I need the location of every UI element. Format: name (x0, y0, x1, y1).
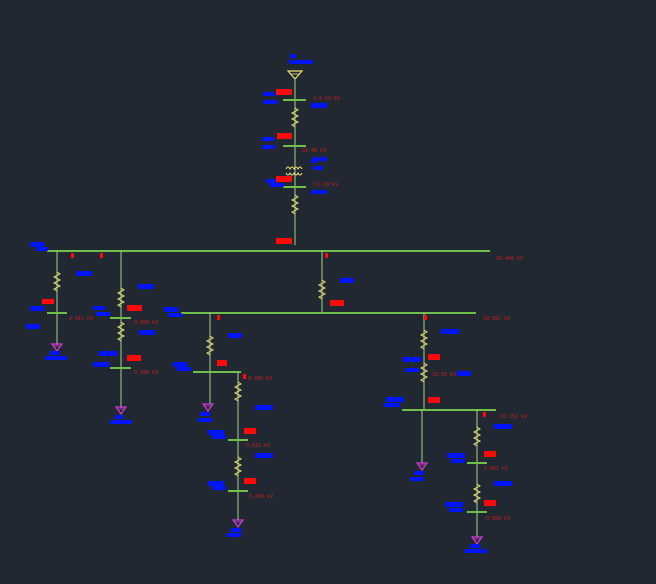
bus-voltage-label: 0.408 kV (134, 320, 158, 326)
bus-voltage-label: 11.93 kV (314, 182, 338, 188)
coil-transformer-icon (285, 166, 303, 176)
feeder-left-2: 0.408 kV 0.398 kV (93, 251, 158, 424)
load-icon[interactable] (202, 403, 214, 412)
bus-voltage-label: 0.412 kV (246, 443, 270, 449)
load-icon[interactable] (51, 343, 63, 352)
bus-voltage-label: 0.399 kV (249, 494, 273, 500)
bus-voltage-label: 0.401 kV (484, 466, 508, 472)
source-tag (290, 54, 296, 58)
bus-voltage-label: 0.398 kV (134, 370, 158, 376)
feeder-left-1: 0.415 kV (26, 251, 93, 360)
load-icon[interactable] (416, 462, 428, 471)
load-icon[interactable] (115, 406, 127, 415)
branch-center: 10.391 kV (164, 251, 510, 322)
source-icon[interactable] (286, 70, 304, 80)
feeder-sub-b: 10.33 kV 10.152 kV 0.401 kV 0.394 kV (384, 313, 527, 553)
bus-voltage-label: 0.399 kV (248, 376, 272, 382)
feeder-sub-a: 0.399 kV 0.412 kV 0.399 kV (173, 313, 273, 537)
bus-voltage-label: 0.394 kV (486, 516, 510, 522)
bus-voltage-label: 10.391 kV (483, 316, 510, 322)
load-icon[interactable] (232, 519, 244, 528)
bus-voltage-label: 10.33 kV (432, 372, 456, 378)
source-tag (289, 60, 313, 64)
load-icon[interactable] (471, 536, 483, 545)
bus-voltage-label: 3.4 kV kV (313, 96, 340, 102)
bus-voltage-label: 10.152 kV (500, 414, 527, 420)
bus-voltage-label: 10.440 kV (496, 256, 523, 262)
bus-voltage-label: 0.415 kV (69, 316, 93, 322)
main-busbar: 10.440 kV (30, 242, 523, 262)
bus-voltage-label: 31.48 kV (302, 148, 326, 154)
source-feeder: 3.4 kV kV 31.48 kV 11.93 kV (262, 54, 340, 245)
